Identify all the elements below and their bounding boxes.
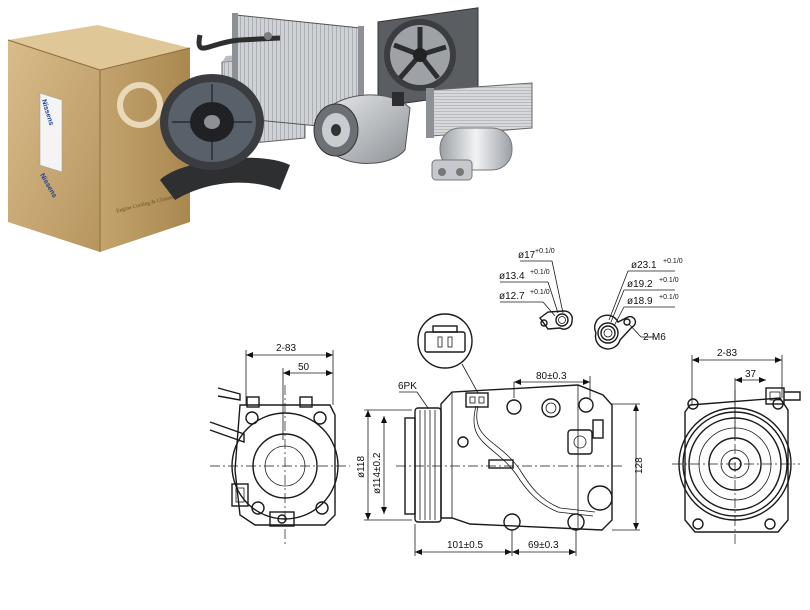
rear-offset-label: 50 [298,362,310,373]
label-d13-4-tol: +0.1/0 [530,269,550,276]
q-logo [117,82,163,128]
product-photo: Nissens Nissens Engine Cooling & Climate [7,7,533,252]
height-label: 128 [634,457,645,474]
label-d23-1: ø23.1 [631,260,657,271]
rear-holes-label: 2-83 [276,343,296,354]
connector-detail [417,313,479,394]
label-d17-tol: +0.1/0 [535,248,555,255]
technical-drawing: ø17 +0.1/0 ø13.4 +0.1/0 ø12.7 +0.1/0 ø23… [209,248,801,556]
pulley-dia-label: ø118 [356,456,367,478]
label-2-m6: 2-M6 [643,332,666,343]
top-offset-label: 80±0.3 [536,371,567,382]
belt-label: 6PK [398,381,417,392]
label-d17: ø17 [518,250,536,261]
port-flange-right [594,314,637,350]
side-view: 6PK ø118 ø114±0.2 [356,371,645,556]
rear-view: 2-83 50 [209,343,350,545]
label-d18-9: ø18.9 [627,296,653,307]
cardboard-box: Nissens Nissens Engine Cooling & Climate [7,25,191,252]
body-dia-label: ø114±0.2 [372,452,383,494]
label-d12-7: ø12.7 [499,291,525,302]
label-d19-2: ø19.2 [627,279,653,290]
port-detail-left: ø17 +0.1/0 ø13.4 +0.1/0 ø12.7 +0.1/0 [499,248,573,330]
length-a-label: 101±0.5 [447,540,484,551]
port-detail-right: ø23.1 +0.1/0 ø19.2 +0.1/0 ø18.9 +0.1/0 2… [594,258,683,350]
receiver-drier [431,127,513,181]
length-b-label: 69±0.3 [528,540,559,551]
port-flange-left [539,310,573,330]
label-d18-9-tol: +0.1/0 [659,294,679,301]
label-d19-2-tol: +0.1/0 [659,277,679,284]
condenser [196,13,364,132]
front-offset-label: 37 [745,369,757,380]
label-d13-4: ø13.4 [499,271,525,282]
front-view: 2-83 37 [672,348,801,545]
compressor-photo [313,92,411,164]
label-d23-1-tol: +0.1/0 [663,258,683,265]
blower-motor [160,74,290,200]
front-holes-label: 2-83 [717,348,737,359]
radiator-fan [377,7,479,108]
label-d12-7-tol: +0.1/0 [530,289,550,296]
heater-core [426,82,533,138]
